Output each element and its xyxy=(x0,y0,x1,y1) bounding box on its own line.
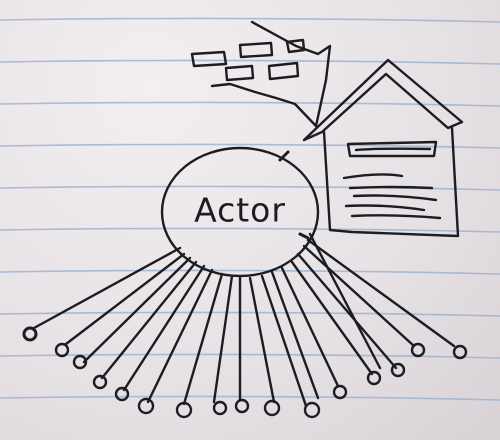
connection-line xyxy=(260,274,308,408)
terminal-node xyxy=(410,342,426,358)
terminal-node xyxy=(452,344,468,360)
connection-line xyxy=(82,256,192,364)
house-scribble xyxy=(342,173,442,220)
terminal-node xyxy=(72,354,88,370)
terminal-node xyxy=(137,397,155,415)
connection-line xyxy=(296,252,398,370)
terminal-node xyxy=(175,401,193,419)
incoming-arrow xyxy=(210,20,332,128)
actor-circle xyxy=(160,146,320,278)
connection-line xyxy=(100,260,198,380)
connection-line xyxy=(270,270,320,400)
connection-line xyxy=(308,232,382,370)
brick xyxy=(190,50,228,68)
ruled-lines xyxy=(0,17,500,401)
house-roof xyxy=(302,58,464,142)
connection-terminals xyxy=(22,326,468,419)
connection-line xyxy=(248,276,276,404)
connection-line xyxy=(182,272,224,406)
house-window xyxy=(346,140,438,158)
terminal-node xyxy=(332,384,348,400)
brick xyxy=(238,41,274,59)
terminal-node xyxy=(114,386,130,402)
terminal-node xyxy=(54,342,70,358)
terminal-node xyxy=(22,326,38,342)
connection-line xyxy=(64,252,186,346)
storage-house xyxy=(302,58,464,238)
brick xyxy=(267,61,300,81)
connection-line xyxy=(122,264,206,392)
connection-line xyxy=(32,246,182,330)
fan-out-connections xyxy=(32,232,456,408)
connection-line xyxy=(280,266,340,388)
terminal-node xyxy=(366,370,382,386)
connection-line xyxy=(306,238,456,348)
connection-line xyxy=(302,244,416,348)
house-wall xyxy=(322,126,460,238)
terminal-node xyxy=(390,362,406,378)
terminal-node xyxy=(263,399,281,417)
actor-label: Actor xyxy=(194,191,286,230)
terminal-node xyxy=(212,400,228,416)
connection-line xyxy=(290,260,374,376)
brick xyxy=(224,64,255,82)
terminal-node xyxy=(303,401,321,419)
terminal-node xyxy=(234,398,250,414)
terminal-node xyxy=(92,374,108,390)
connection-line xyxy=(146,268,214,404)
connection-line xyxy=(212,274,234,404)
